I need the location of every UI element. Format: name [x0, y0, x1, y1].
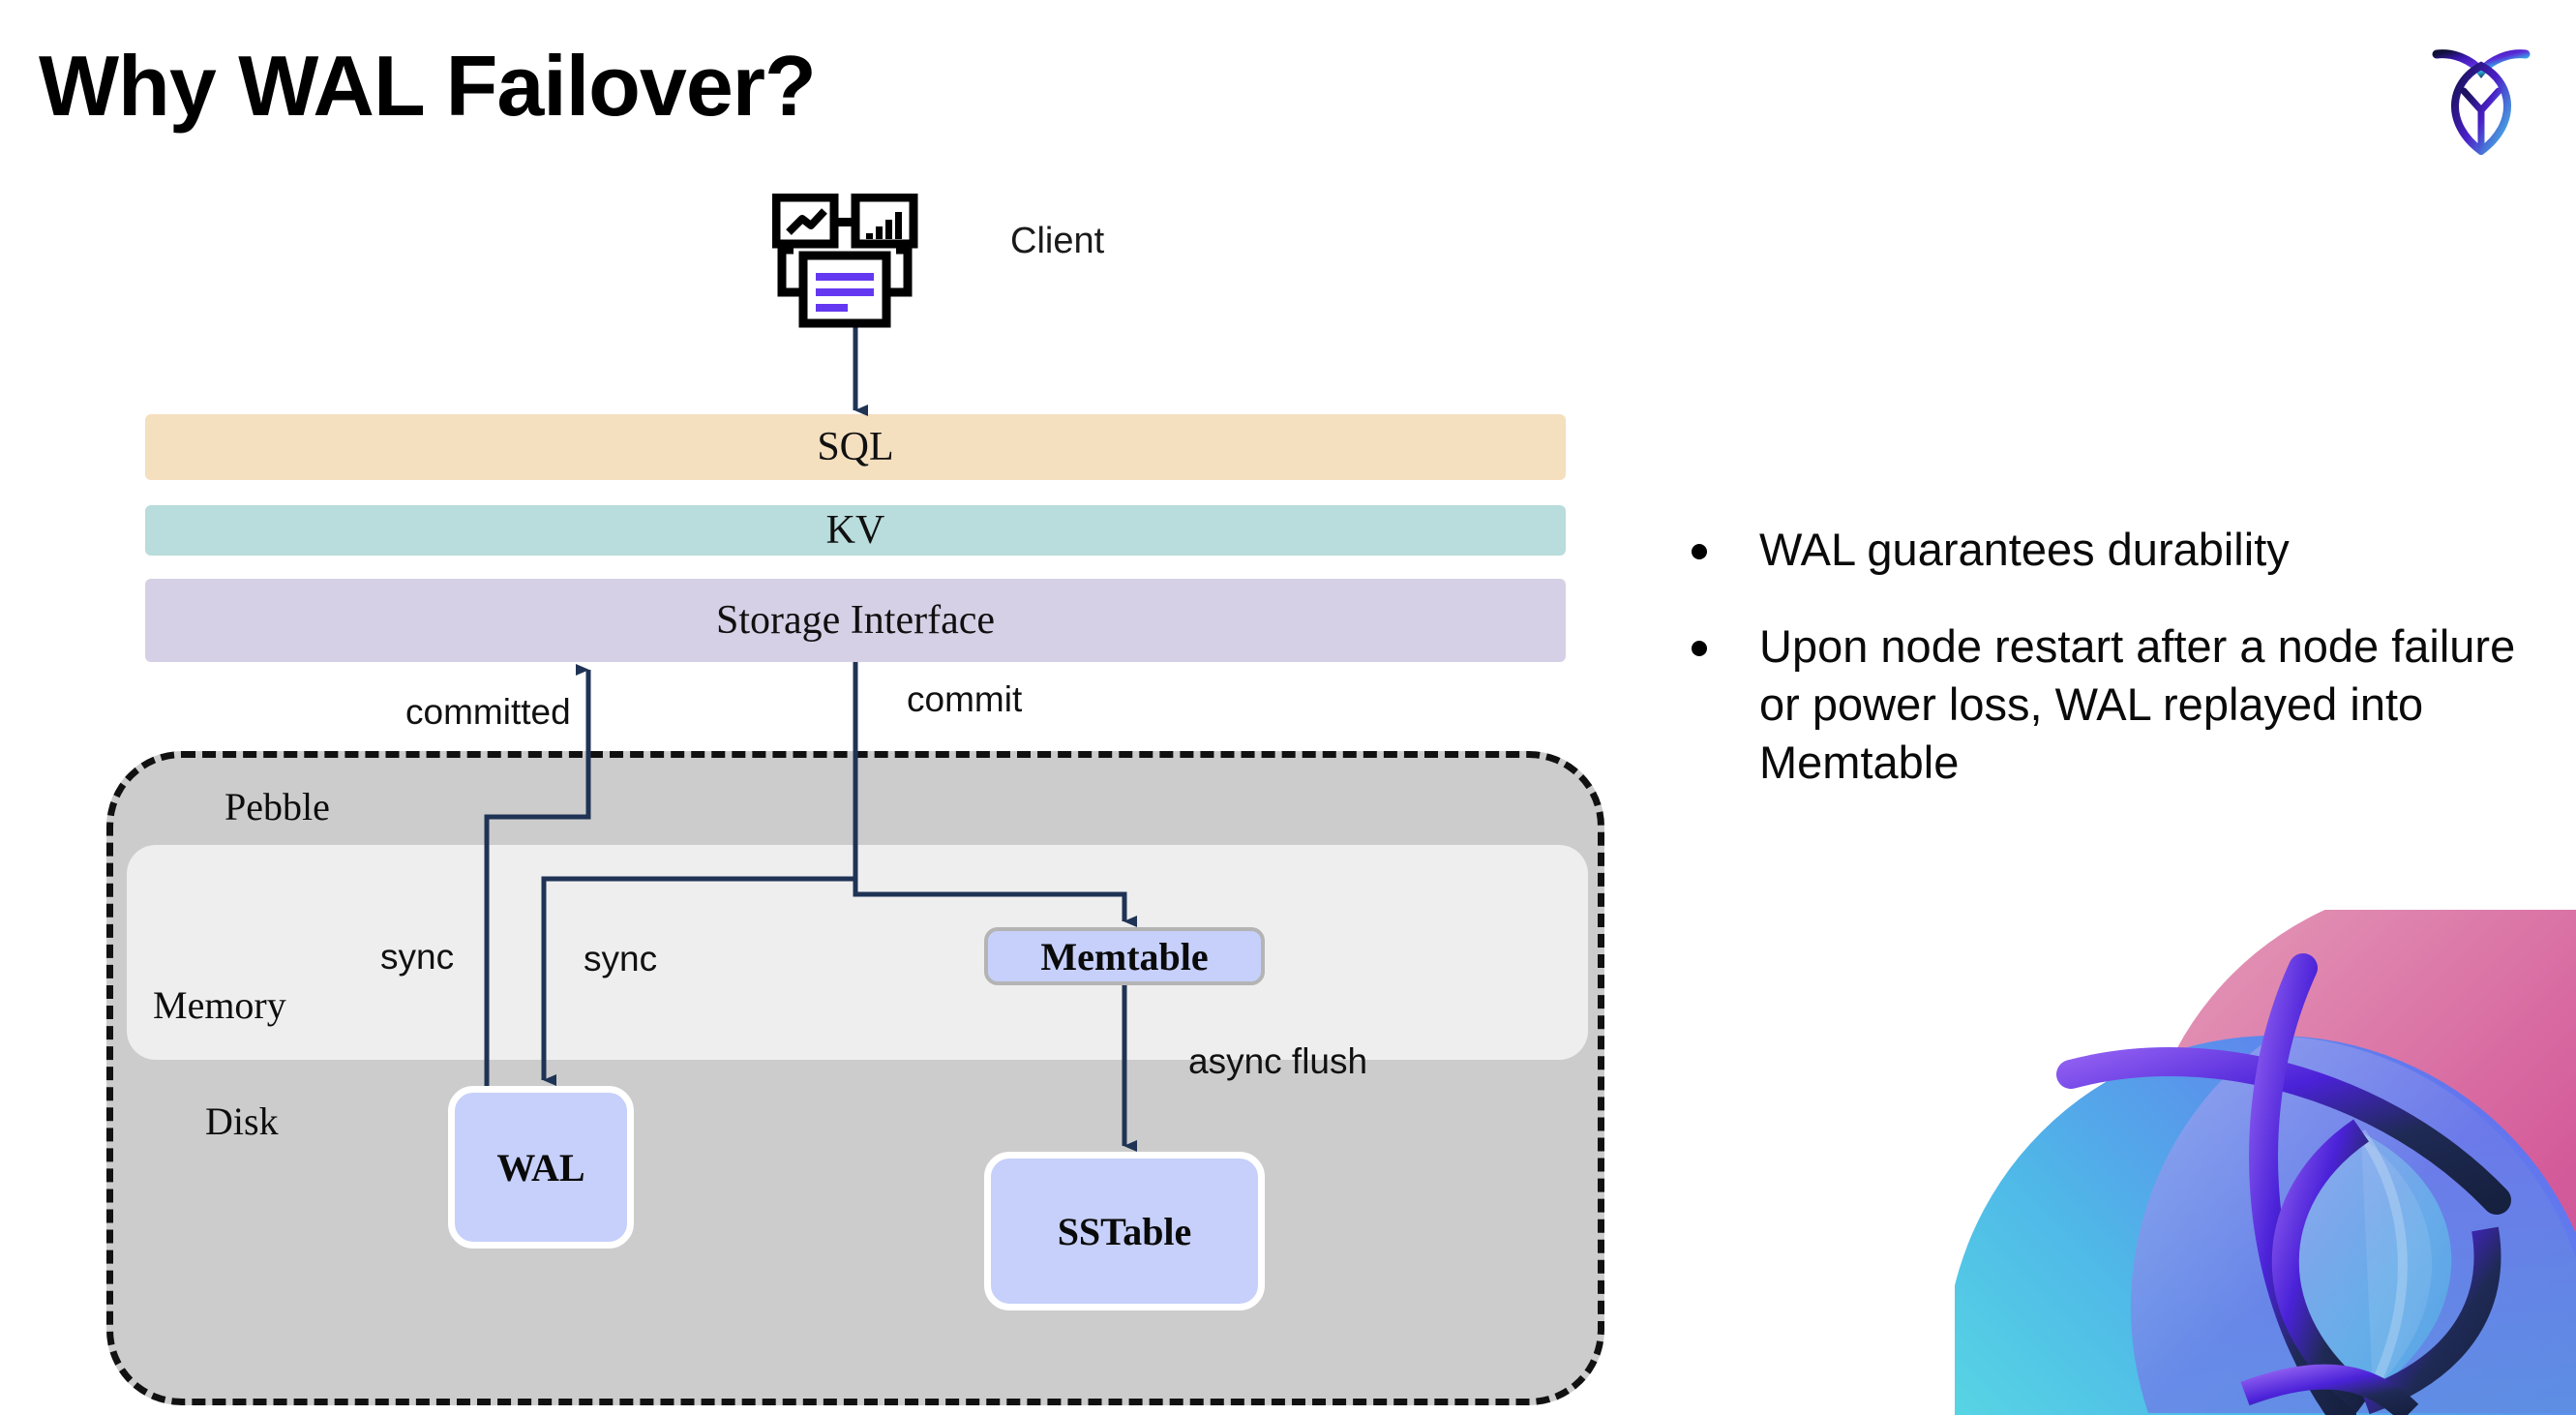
bullet-text: Upon node restart after a node failure o…	[1759, 620, 2516, 789]
edge-label-sync-right: sync	[584, 939, 658, 978]
bullet-dot-icon	[1692, 641, 1707, 657]
zone-label-disk: Disk	[205, 1099, 279, 1143]
zone-label-memory: Memory	[153, 983, 286, 1027]
zone-label-pebble: Pebble	[225, 785, 330, 828]
client-monitor-icon	[771, 193, 927, 329]
edge-label-commit: commit	[907, 679, 1023, 719]
diagram-connectors	[484, 327, 1137, 1152]
edge-label-async-flush: async flush	[1188, 1041, 1368, 1081]
cockroach-labs-logo-icon	[2413, 33, 2549, 156]
layer-label-kv: KV	[825, 508, 885, 553]
list-item: WAL guarantees durability	[1692, 521, 2524, 579]
node-label-wal: WAL	[496, 1145, 585, 1189]
list-item: Upon node restart after a node failure o…	[1692, 617, 2524, 792]
bullet-dot-icon	[1692, 544, 1707, 559]
layer-bar-sql: SQL	[145, 414, 1566, 480]
edge-sync-to-wal	[541, 662, 858, 1086]
node-sstable: SSTable	[984, 1152, 1265, 1310]
edge-label-committed: committed	[405, 692, 571, 732]
layer-label-storage-interface: Storage Interface	[716, 598, 995, 643]
client-label: Client	[1010, 221, 1105, 261]
decorative-brand-artwork	[1955, 910, 2576, 1415]
layer-label-sql: SQL	[817, 425, 894, 469]
bullet-list: WAL guarantees durability Upon node rest…	[1692, 521, 2524, 831]
page-title: Why WAL Failover?	[39, 38, 817, 134]
layer-bar-kv: KV	[145, 505, 1566, 556]
node-label-memtable: Memtable	[1040, 934, 1209, 978]
bullet-text: WAL guarantees durability	[1759, 524, 2290, 575]
node-wal: WAL	[448, 1086, 634, 1249]
edge-label-sync-left: sync	[380, 937, 455, 977]
node-memtable: Memtable	[984, 927, 1265, 985]
layer-bar-storage-interface: Storage Interface	[145, 579, 1566, 662]
edge-committed-to-storage	[484, 664, 591, 1086]
architecture-diagram: SQL KV Storage Interface Pebble Memory D…	[106, 193, 1604, 1405]
node-label-sstable: SSTable	[1057, 1209, 1192, 1253]
